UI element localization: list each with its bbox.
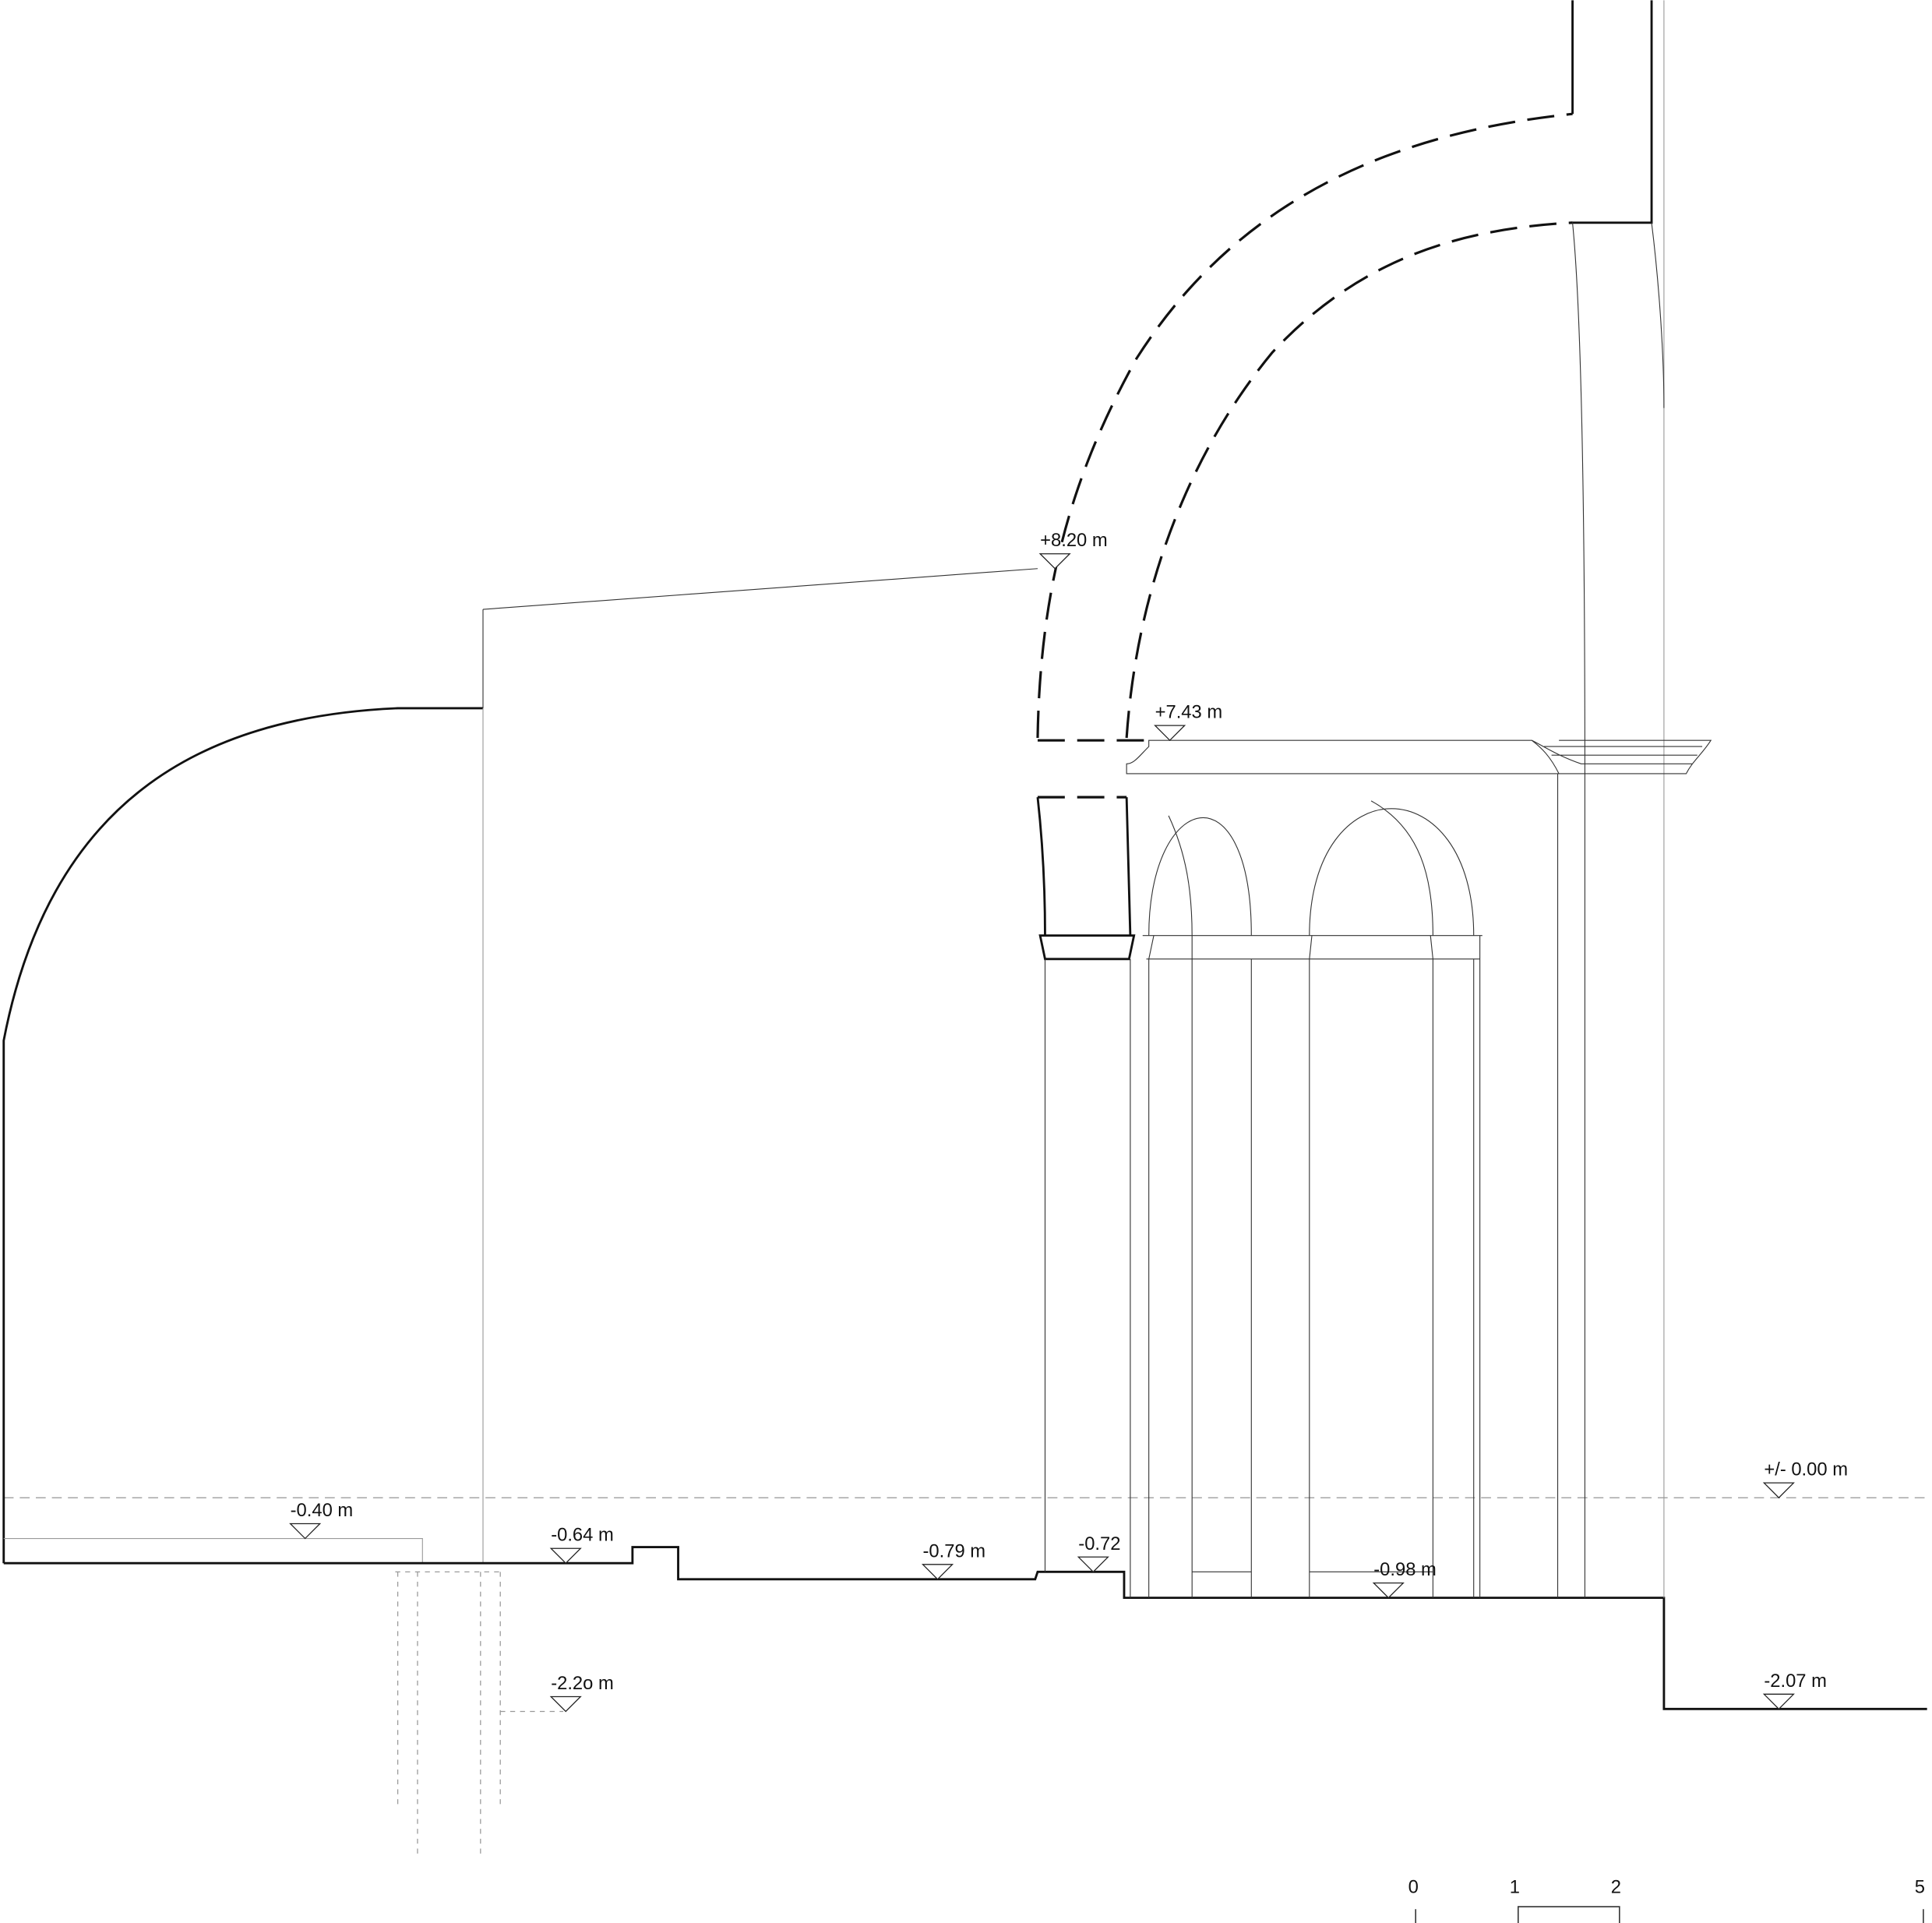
left-vault-outline <box>2 707 483 1564</box>
foundation-piles <box>395 1571 564 1854</box>
level-marker: -2.2o m <box>549 1673 614 1713</box>
level-triangle-icon <box>1762 1693 1795 1710</box>
level-marker: +/- 0.00 m <box>1762 1459 1848 1499</box>
level-label: -0.98 m <box>1373 1559 1437 1580</box>
level-label: -2.07 m <box>1764 1671 1827 1692</box>
level-label: -0.72 <box>1078 1533 1120 1554</box>
column-shaft <box>1036 796 1132 936</box>
roof-slope <box>482 568 1038 610</box>
level-marker: -0.64 m <box>549 1525 614 1565</box>
column-capital <box>1038 934 1136 961</box>
level-marker: -0.72 <box>1077 1533 1120 1573</box>
level-triangle-icon <box>921 1564 954 1580</box>
level-label: +7.43 m <box>1155 702 1223 723</box>
level-triangle-icon <box>549 1547 582 1565</box>
scale-tick-5: 5 <box>1915 1877 1925 1898</box>
scale-tick-1: 1 <box>1510 1877 1520 1898</box>
level-label: -0.64 m <box>551 1525 614 1546</box>
scale-tick-0: 0 <box>1408 1877 1419 1898</box>
scale-bar <box>1415 1906 1924 1923</box>
level-label: +8.20 m <box>1040 530 1108 551</box>
pendentive-lines <box>1572 222 1665 774</box>
tower-wall <box>1571 0 1653 224</box>
level-marker: -0.98 m <box>1372 1559 1437 1599</box>
level-triangle-icon <box>1077 1556 1109 1573</box>
level-triangle-icon <box>549 1695 582 1713</box>
level-label: -0.79 m <box>923 1540 986 1561</box>
level-marker: +7.43 m <box>1154 702 1223 742</box>
level-triangle-icon <box>1762 1482 1795 1499</box>
scale-tick-2: 2 <box>1611 1877 1621 1898</box>
dashed-band <box>1037 739 1149 799</box>
level-label: +/- 0.00 m <box>1764 1459 1848 1480</box>
cornice <box>1126 739 1712 774</box>
level-marker: -0.79 m <box>921 1540 986 1580</box>
level-marker: -2.07 m <box>1762 1671 1827 1710</box>
arcade <box>1142 773 1585 1598</box>
column-body <box>1044 958 1131 1598</box>
level-label: -2.2o m <box>551 1673 614 1694</box>
bench-line <box>3 1537 423 1564</box>
ground-line <box>3 1546 1927 1710</box>
level-triangle-icon <box>1154 725 1186 742</box>
dome-inner-dashed <box>1125 221 1573 739</box>
level-triangle-icon <box>1038 553 1071 570</box>
dome-outer-dashed <box>1036 112 1573 739</box>
level-marker: +8.20 m <box>1038 530 1108 570</box>
level-label: -0.40 m <box>291 1500 354 1521</box>
level-triangle-icon <box>1372 1582 1405 1599</box>
level-marker: -0.40 m <box>289 1500 354 1540</box>
level-triangle-icon <box>289 1523 322 1540</box>
